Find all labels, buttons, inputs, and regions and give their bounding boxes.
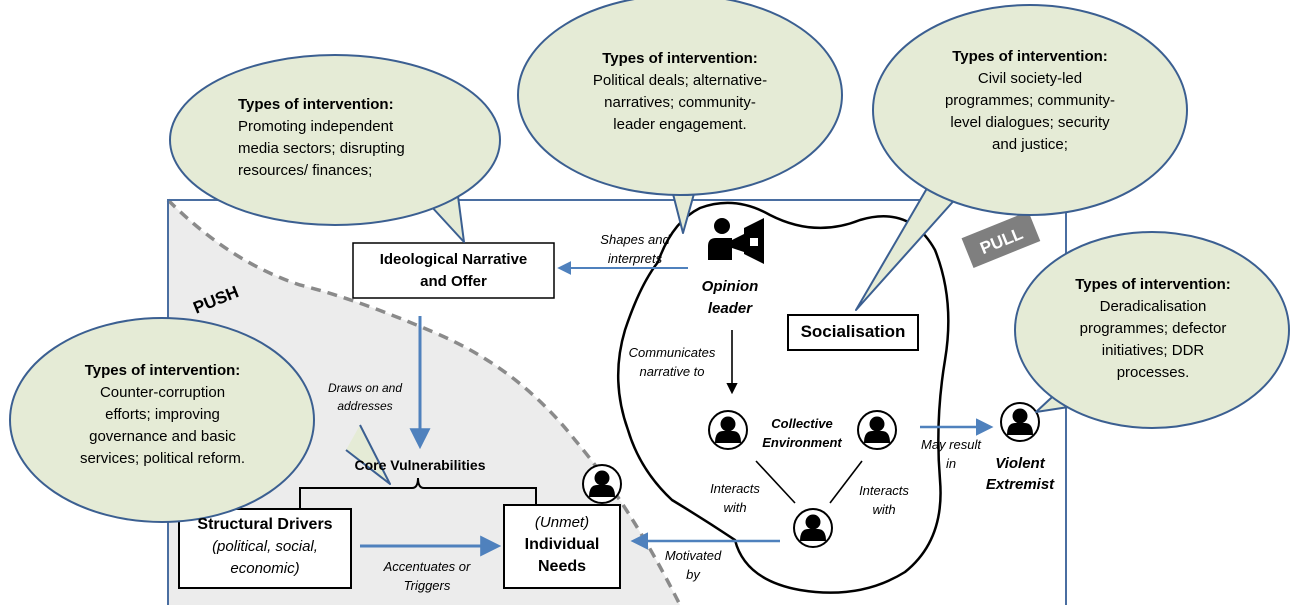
edge-label-interacts-left: Interacts with	[710, 481, 760, 515]
bubble-derad	[1014, 231, 1290, 429]
megaphone-person-icon	[708, 218, 764, 264]
bubble-tail-governance	[345, 424, 391, 485]
bubble-tail-media	[429, 195, 465, 243]
structural-drivers-text: Structural Drivers (political, social, e…	[179, 514, 351, 580]
person-icon-individual	[582, 464, 622, 504]
bubble-governance-heading: Types of intervention:	[84, 362, 241, 379]
bubble-civil	[872, 4, 1188, 216]
structural-drivers-sub: (political, social, economic)	[212, 538, 318, 577]
bubble-derad-heading: Types of intervention:	[1075, 276, 1231, 293]
bubble-civil-heading: Types of intervention:	[952, 48, 1108, 65]
bubble-civil-text: Types of intervention: Civil society-led…	[905, 46, 1155, 156]
bubble-governance-body: Counter-corruption efforts; improving go…	[79, 384, 246, 467]
structural-drivers-title: Structural Drivers	[197, 516, 333, 533]
person-icon-collective-bottom	[793, 508, 833, 548]
ideological-narrative-box	[352, 242, 555, 299]
bubble-political-text: Types of intervention: Political deals; …	[550, 48, 810, 136]
push-region	[168, 200, 680, 605]
pull-tag: PULL	[961, 211, 1041, 268]
individual-needs-box	[503, 504, 621, 589]
violent-extremist-label: Violent Extremist	[985, 455, 1055, 493]
core-vulnerabilities-label: Core Vulnerabilities	[354, 457, 486, 473]
person-icon-collective-right	[857, 410, 897, 450]
bubble-political	[517, 0, 843, 196]
bubble-media-heading: Types of intervention:	[238, 96, 394, 113]
individual-needs-text: (Unmet) Individual Needs	[504, 512, 620, 578]
bubble-political-body: Political deals; alternative- narratives…	[592, 72, 768, 133]
bubble-media-text: Types of intervention: Promoting indepen…	[205, 94, 475, 182]
collective-environment-label: Collective Environment	[762, 416, 842, 450]
edge-label-may-result: May result in	[921, 437, 981, 471]
edge-label-shapes-interprets: Shapes and interprets	[600, 232, 670, 266]
edge-label-draws-on: Draws on and addresses	[327, 381, 403, 413]
bubble-media-body: Promoting independent media sectors; dis…	[238, 118, 405, 179]
edge-label-motivated-by: Motivated by	[664, 548, 722, 582]
individual-needs-label: Individual Needs	[524, 536, 600, 575]
core-vulnerabilities-brace	[299, 477, 537, 513]
bubble-media	[169, 54, 501, 226]
bubble-governance-text: Types of intervention: Counter-corruptio…	[40, 360, 285, 470]
bubble-civil-body: Civil society-led programmes; community-…	[944, 70, 1116, 153]
edge-label-communicates: Communicates narrative to	[628, 345, 716, 379]
person-icon-collective-left	[708, 410, 748, 450]
bubble-tail-civil	[855, 177, 968, 311]
bubble-derad-body: Deradicalisation programmes; defector in…	[1079, 298, 1227, 381]
bubble-governance	[9, 317, 315, 523]
socialisation-box	[787, 314, 919, 351]
connector-interacts-left	[755, 460, 796, 504]
edge-label-interacts-right: Interacts with	[859, 483, 909, 517]
structural-drivers-box	[178, 508, 352, 589]
edge-label-accentuates: Accentuates or Triggers	[383, 559, 471, 593]
unmet-label: (Unmet)	[534, 514, 590, 531]
socialisation-label: Socialisation	[800, 322, 906, 341]
bubble-derad-text: Types of intervention: Deradicalisation …	[1038, 274, 1268, 384]
bubble-political-heading: Types of intervention:	[602, 50, 758, 67]
ideological-narrative-label: Ideological Narrative and Offer	[379, 251, 528, 290]
connector-interacts-right	[829, 460, 863, 504]
person-icon-violent-extremist	[1000, 402, 1040, 442]
opinion-leader-label: Opinion leader	[701, 278, 759, 317]
